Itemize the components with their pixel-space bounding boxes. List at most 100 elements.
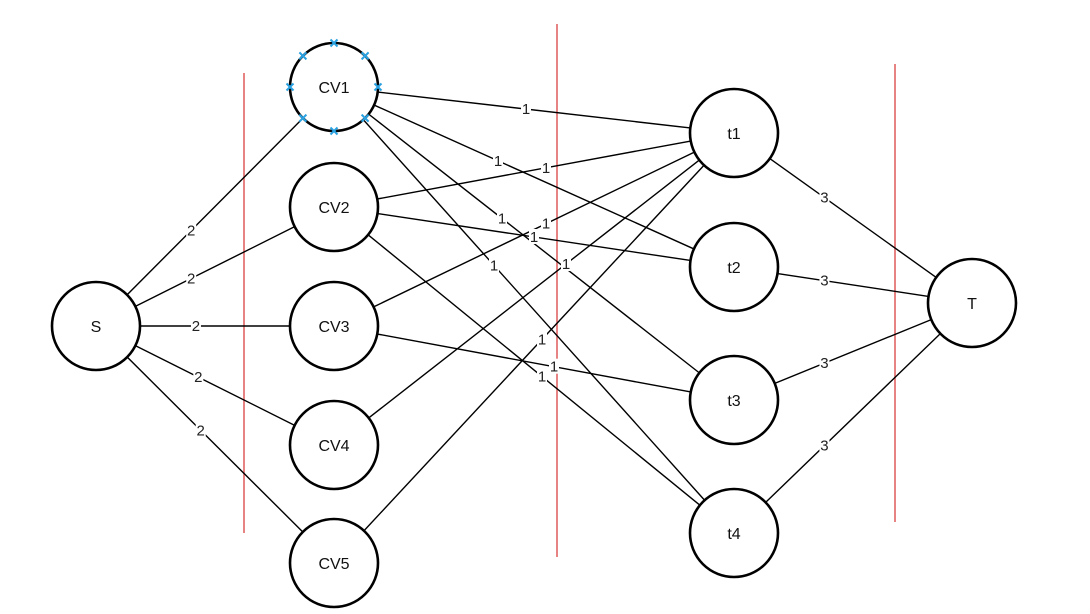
edge-capacity-cv2-t1: 1 xyxy=(542,160,550,177)
node-circle[interactable] xyxy=(288,517,380,609)
edge-cv1-t4[interactable] xyxy=(362,119,706,501)
edges xyxy=(126,91,941,533)
node-circle[interactable] xyxy=(50,280,142,372)
edge-s-cv2[interactable] xyxy=(135,226,295,307)
selection-handles xyxy=(285,38,383,136)
selection-handle[interactable] xyxy=(360,113,370,123)
edge-label-bg xyxy=(193,369,204,385)
node-t3[interactable]: t3 xyxy=(688,354,780,446)
edge-capacity-t3-t: 3 xyxy=(820,355,828,372)
edge-label-bg xyxy=(819,355,830,371)
node-s[interactable]: S xyxy=(50,280,142,372)
edge-cv1-t2[interactable] xyxy=(373,104,695,250)
edge-label-bg xyxy=(819,437,830,453)
edge-capacity-t4-t: 3 xyxy=(820,438,828,455)
node-circle[interactable] xyxy=(688,487,780,579)
node-label: t1 xyxy=(727,126,740,143)
edge-cv1-t1[interactable] xyxy=(377,91,691,129)
node-label: S xyxy=(91,319,102,336)
node-label: t4 xyxy=(727,526,740,543)
edge-label-bg xyxy=(819,272,830,288)
node-label: t2 xyxy=(727,260,740,277)
edge-label-bg xyxy=(186,270,197,286)
node-circle[interactable] xyxy=(926,257,1018,349)
edge-capacity-cv5-t1: 1 xyxy=(538,331,546,348)
edge-capacity-cv1-t3: 1 xyxy=(498,210,506,227)
edge-capacity-cv4-t1: 1 xyxy=(562,256,570,273)
node-label: CV5 xyxy=(318,556,349,573)
edge-cv4-t1[interactable] xyxy=(368,159,700,419)
edge-label-bg xyxy=(190,318,201,333)
selection-handle[interactable] xyxy=(298,113,308,123)
node-label: T xyxy=(967,296,977,313)
node-circle[interactable] xyxy=(288,399,380,491)
node-cv4[interactable]: CV4 xyxy=(288,399,380,491)
node-label: t3 xyxy=(727,393,740,410)
edge-capacity-t1-t: 3 xyxy=(820,190,828,207)
edge-capacity-cv1-t2: 1 xyxy=(494,153,502,170)
node-label: CV4 xyxy=(318,438,349,455)
node-t1[interactable]: t1 xyxy=(688,87,780,179)
edge-label-bg xyxy=(561,256,571,272)
edge-cv5-t1[interactable] xyxy=(363,164,705,532)
node-t4[interactable]: t4 xyxy=(688,487,780,579)
node-cv2[interactable]: CV2 xyxy=(288,161,380,253)
edge-label-bg xyxy=(537,368,547,384)
edge-cv3-t3[interactable] xyxy=(377,333,691,393)
edge-s-cv4[interactable] xyxy=(135,345,295,426)
edge-label-bg xyxy=(529,229,539,244)
node-label: CV1 xyxy=(318,80,349,97)
edge-label-bg xyxy=(819,189,830,205)
edge-label-bg xyxy=(541,215,551,231)
node-t2[interactable]: t2 xyxy=(688,221,780,313)
node-circle[interactable] xyxy=(688,221,780,313)
selection-handle[interactable] xyxy=(360,51,370,61)
edge-label-bg xyxy=(541,159,551,175)
edge-capacity-cv3-t3: 1 xyxy=(550,359,558,376)
edge-capacity-s-cv4: 2 xyxy=(194,369,202,386)
edge-cv2-t1[interactable] xyxy=(377,140,691,200)
node-cv5[interactable]: CV5 xyxy=(288,517,380,609)
edge-capacity-cv2-t4: 1 xyxy=(538,369,546,386)
edge-cv2-t4[interactable] xyxy=(367,234,701,506)
edge-s-cv5[interactable] xyxy=(126,356,304,533)
edge-label-bg xyxy=(521,101,531,117)
node-cv3[interactable]: CV3 xyxy=(288,280,380,372)
node-circle[interactable] xyxy=(288,161,380,253)
selection-handle[interactable] xyxy=(298,51,308,61)
edge-label-bg xyxy=(537,331,547,347)
edge-capacity-s-cv3: 2 xyxy=(192,318,200,335)
selection-handle[interactable] xyxy=(329,126,339,136)
selection-handle[interactable] xyxy=(329,38,339,48)
edge-capacity-s-cv1: 2 xyxy=(187,222,195,239)
edge-t3-t[interactable] xyxy=(774,318,932,385)
node-circle[interactable] xyxy=(688,354,780,446)
node-label: CV2 xyxy=(318,200,349,217)
edge-label-bg xyxy=(549,358,559,374)
edge-label-bg xyxy=(489,257,499,273)
node-circle[interactable] xyxy=(288,280,380,372)
edge-s-cv1[interactable] xyxy=(126,117,304,296)
edge-capacity-s-cv2: 2 xyxy=(187,270,195,287)
node-circle[interactable] xyxy=(688,87,780,179)
selection-handle[interactable] xyxy=(285,82,295,92)
edge-label-bg xyxy=(195,422,206,438)
edge-label-bg xyxy=(493,152,503,168)
edge-t1-t[interactable] xyxy=(769,158,937,278)
edge-capacity-cv1-t4: 1 xyxy=(490,257,498,274)
edge-capacity-cv3-t1: 1 xyxy=(542,216,550,233)
edge-label-bg xyxy=(186,222,197,238)
selection-handle[interactable] xyxy=(373,82,383,92)
edge-label-bg xyxy=(497,210,507,226)
edge-capacity-cv2-t2: 1 xyxy=(530,229,538,246)
edge-capacity-s-cv5: 2 xyxy=(197,422,205,439)
edge-t4-t[interactable] xyxy=(765,333,941,503)
node-label: CV3 xyxy=(318,319,349,336)
node-t[interactable]: T xyxy=(926,257,1018,349)
edge-capacity-cv1-t1: 1 xyxy=(522,101,530,118)
edge-t2-t[interactable] xyxy=(777,272,929,298)
edge-capacity-t2-t: 3 xyxy=(820,273,828,290)
